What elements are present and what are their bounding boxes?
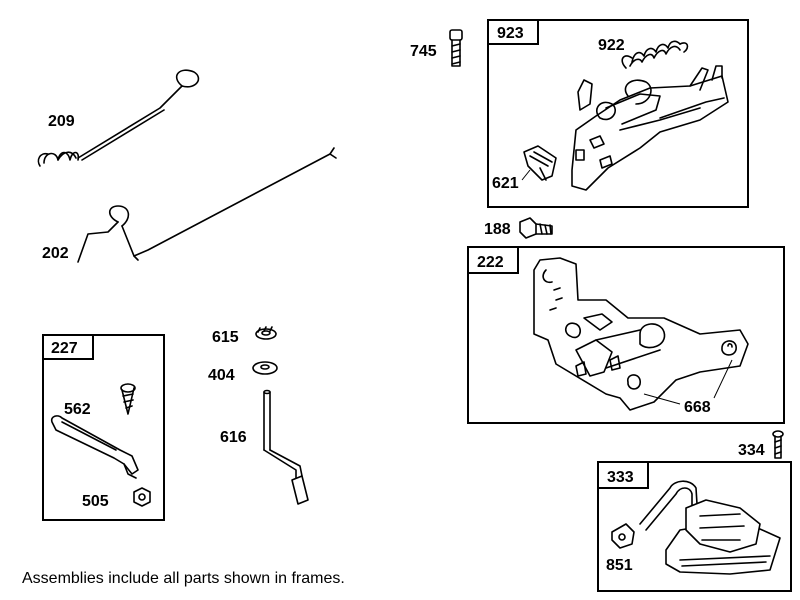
part-621-clip bbox=[523, 145, 557, 181]
part-333-armature bbox=[639, 480, 781, 575]
part-745-screw bbox=[449, 29, 463, 67]
frame-222 bbox=[467, 246, 785, 424]
part-334-screw bbox=[772, 430, 784, 459]
leader-621 bbox=[521, 169, 531, 181]
part-188-bolt bbox=[519, 217, 553, 239]
leader-668a bbox=[643, 393, 681, 405]
part-615-washer bbox=[255, 326, 277, 340]
label-505: 505 bbox=[82, 493, 109, 510]
label-621: 621 bbox=[492, 175, 519, 192]
label-745: 745 bbox=[410, 43, 437, 60]
label-222: 222 bbox=[477, 254, 504, 271]
part-616-shaft bbox=[263, 389, 309, 505]
part-922-spring bbox=[621, 40, 689, 69]
part-404-washer bbox=[252, 361, 278, 375]
frame-222-tag bbox=[467, 246, 519, 274]
part-923-bracket bbox=[571, 65, 729, 191]
label-188: 188 bbox=[484, 221, 511, 238]
part-209-spring bbox=[37, 69, 200, 167]
frame-227 bbox=[42, 334, 165, 521]
frame-333 bbox=[597, 461, 792, 592]
leader-668b bbox=[713, 359, 733, 399]
frame-333-tag bbox=[597, 461, 649, 489]
part-227-lever bbox=[50, 415, 139, 479]
frame-227-tag bbox=[42, 334, 94, 360]
label-616: 616 bbox=[220, 429, 247, 446]
frame-923 bbox=[487, 19, 749, 208]
label-851: 851 bbox=[606, 557, 633, 574]
frame-923-tag bbox=[487, 19, 539, 45]
label-334: 334 bbox=[738, 442, 765, 459]
part-562-screw bbox=[120, 383, 136, 415]
label-404: 404 bbox=[208, 367, 235, 384]
part-851-terminal bbox=[611, 523, 635, 549]
label-202: 202 bbox=[42, 245, 69, 262]
label-922: 922 bbox=[598, 37, 625, 54]
label-227: 227 bbox=[51, 340, 78, 357]
footnote: Assemblies include all parts shown in fr… bbox=[22, 570, 345, 587]
label-562: 562 bbox=[64, 401, 91, 418]
label-615: 615 bbox=[212, 329, 239, 346]
label-333: 333 bbox=[607, 469, 634, 486]
part-505-nut bbox=[133, 487, 151, 507]
part-202-rod bbox=[77, 147, 337, 263]
label-668: 668 bbox=[684, 399, 711, 416]
label-923: 923 bbox=[497, 25, 524, 42]
part-222-bracket bbox=[533, 257, 749, 411]
label-209: 209 bbox=[48, 113, 75, 130]
